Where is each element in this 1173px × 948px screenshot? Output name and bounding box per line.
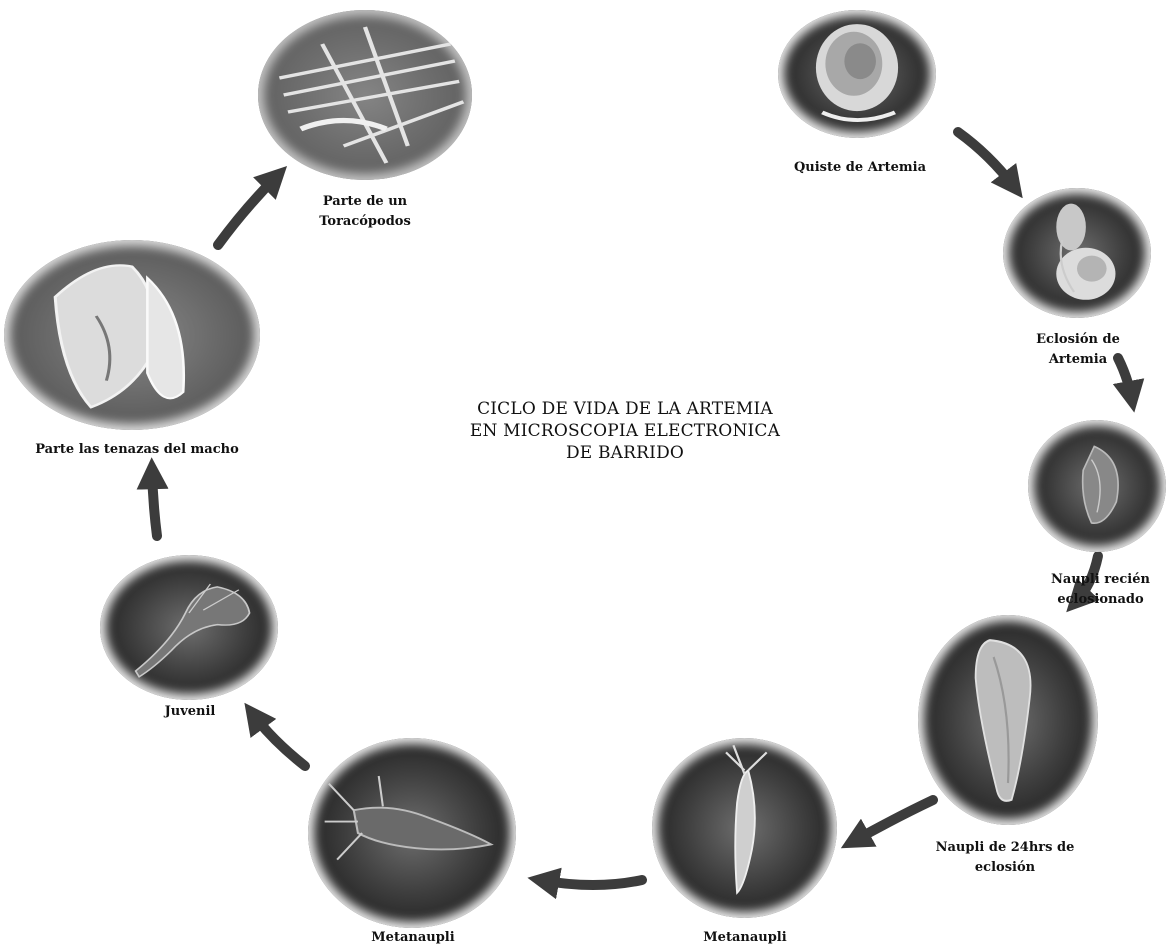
label-eclosion: Eclosión de Artemia bbox=[1008, 330, 1148, 370]
label-metanaupli-2: Metanaupli bbox=[680, 928, 810, 948]
label-naupli-recien: Naupli recién eclosionado bbox=[1028, 570, 1173, 610]
thoracopod-micrograph bbox=[258, 10, 472, 180]
arrow-quiste-to-eclosion bbox=[958, 132, 1015, 188]
juvenile-micrograph bbox=[100, 555, 278, 700]
label-tenazas: Parte las tenazas del macho bbox=[2, 440, 272, 460]
label-metanaupli-1: Metanaupli bbox=[348, 928, 478, 948]
label-juvenil: Juvenil bbox=[140, 702, 240, 722]
label-naupli-24hrs: Naupli de 24hrs de eclosión bbox=[900, 838, 1110, 878]
label-quiste: Quiste de Artemia bbox=[770, 158, 950, 178]
metanauplius-micrograph bbox=[652, 738, 837, 918]
nauplius-micrograph bbox=[1028, 420, 1166, 552]
arrow-juvenil-to-tenazas bbox=[152, 470, 157, 536]
label-toracopodos: Parte de un Toracópodos bbox=[290, 192, 440, 232]
claspers-micrograph bbox=[4, 240, 260, 430]
nauplius-24h-micrograph bbox=[918, 615, 1098, 825]
arrow-metanaupli-to-metanaupli bbox=[540, 880, 642, 885]
diagram-title: CICLO DE VIDA DE LA ARTEMIA EN MICROSCOP… bbox=[410, 398, 840, 464]
metanauplius-micrograph bbox=[308, 738, 516, 928]
hatching-micrograph bbox=[1003, 188, 1151, 318]
arrow-metanaupli-to-juvenil bbox=[252, 713, 305, 766]
cyst-micrograph bbox=[778, 10, 936, 138]
arrow-tenazas-to-toracopodos bbox=[218, 175, 278, 245]
